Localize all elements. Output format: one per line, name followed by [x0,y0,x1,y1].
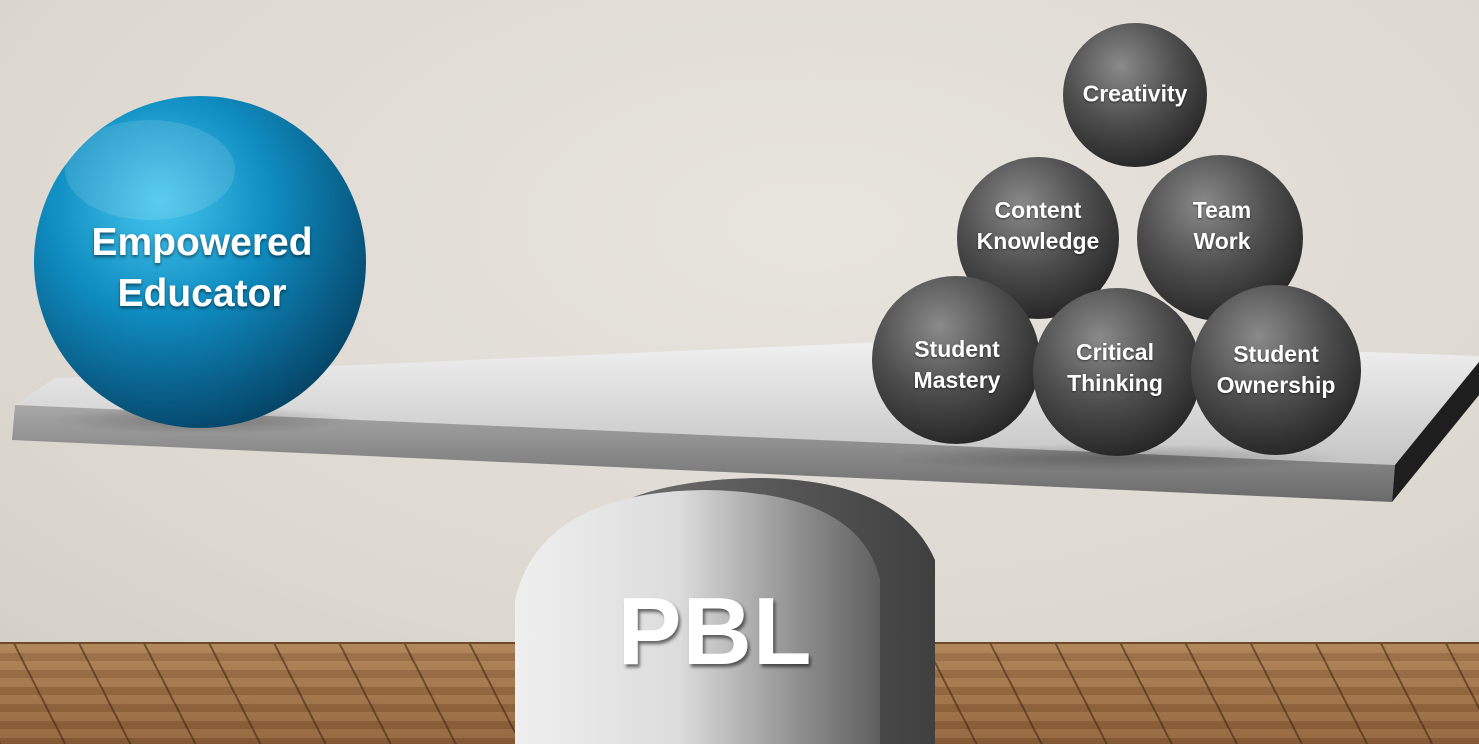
creativity-label: Creativity [1083,79,1188,110]
fulcrum [515,478,935,744]
empowered-educator-ball [34,96,366,434]
student-ownership-sphere [1191,285,1361,455]
critical-thinking-line-2: Thinking [1067,370,1163,396]
empowered-educator-label: Empowered Educator [91,217,312,319]
student-ownership-line-2: Ownership [1216,372,1336,398]
empowered-educator-line-2: Educator [117,272,287,315]
student-ownership-line-1: Student [1233,341,1319,367]
team-work-sphere [1137,155,1303,321]
critical-thinking-line-1: Critical [1076,339,1154,365]
creativity-sphere [1063,23,1207,167]
blue-sphere-highlight [65,120,235,220]
team-work-line-1: Team [1192,197,1252,223]
blue-sphere [34,96,366,428]
student-mastery-sphere [872,276,1040,444]
student-mastery-label: Student Mastery [914,334,1001,396]
critical-thinking-sphere [1033,288,1201,456]
student-ownership-label: Student Ownership [1217,339,1336,401]
plank-front [12,405,1395,502]
skills-ball-pyramid [872,23,1361,472]
content-knowledge-line-2: Knowledge [976,228,1100,254]
student-mastery-line-2: Mastery [913,367,1001,393]
empowered-educator-line-1: Empowered [91,221,313,264]
pbl-label: PBL [617,578,813,685]
fulcrum-face [515,490,880,744]
pyramid-shadow [885,444,1345,472]
team-work-line-2: Work [1193,228,1251,254]
plank-end [1392,362,1479,502]
content-knowledge-label: Content Knowledge [977,195,1100,257]
content-knowledge-line-1: Content [994,197,1082,223]
student-mastery-line-1: Student [914,336,1000,362]
content-knowledge-sphere [957,157,1119,319]
critical-thinking-label: Critical Thinking [1067,337,1163,399]
team-work-label: Team Work [1193,195,1251,257]
creativity-line-1: Creativity [1082,80,1188,107]
